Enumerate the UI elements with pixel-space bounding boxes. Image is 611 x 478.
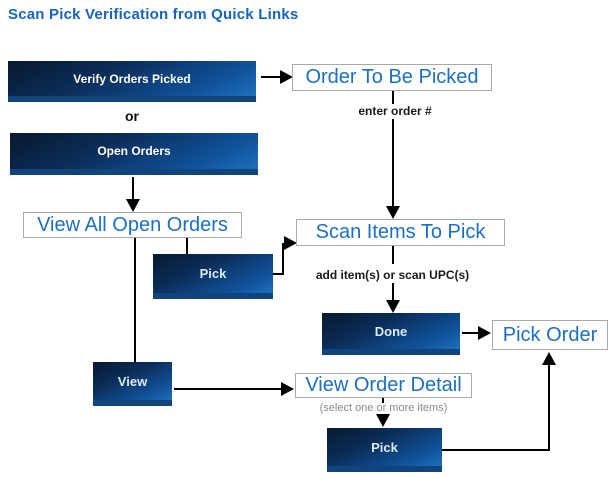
view-order-detail-box: View Order Detail [295, 373, 472, 398]
open-orders-button[interactable]: Open Orders [10, 133, 258, 175]
arrowhead-right-order [280, 70, 293, 84]
connector-pick-elbow-v [282, 243, 284, 275]
arrowhead-down-viewall [126, 199, 140, 212]
connector-verify-to-order [261, 76, 283, 78]
scan-items-to-pick-label: Scan Items To Pick [315, 221, 486, 243]
open-orders-label: Open Orders [97, 144, 171, 158]
connector-open-to-viewall [132, 177, 134, 200]
view-all-open-orders-label: View All Open Orders [37, 213, 228, 236]
arrowhead-down-pick-bottom [376, 414, 390, 427]
enter-order-label: enter order # [358, 104, 432, 118]
order-to-be-picked-box: Order To Be Picked [292, 64, 492, 91]
connector-scan-tick [392, 246, 394, 264]
view-label: View [117, 373, 148, 389]
pick-bottom-button[interactable]: Pick [327, 428, 442, 472]
connector-viewall-to-view [134, 238, 136, 362]
order-to-be-picked-label: Order To Be Picked [305, 66, 479, 88]
select-items-note: (select one or more items) [319, 402, 448, 414]
connector-detail-tick [382, 398, 384, 403]
connector-order-tick [392, 91, 394, 104]
connector-done-to-pickorder [462, 332, 480, 334]
pick-mid-label: Pick [199, 266, 227, 281]
view-button[interactable]: View [93, 362, 172, 406]
add-items-label: add item(s) or scan UPC(s) [315, 268, 470, 282]
connector-pick-elbow-h [273, 273, 284, 275]
connector-scan-to-done [392, 283, 394, 302]
connector-pickbottom-v [548, 365, 550, 451]
pick-mid-button[interactable]: Pick [153, 254, 273, 299]
arrowhead-right-scan [284, 236, 297, 250]
connector-order-to-scan [392, 119, 394, 206]
connector-view-to-detail [174, 388, 282, 390]
connector-pickbottom-h [442, 449, 550, 451]
arrowhead-right-pickorder [478, 326, 491, 340]
done-label: Done [374, 323, 408, 339]
done-button[interactable]: Done [322, 313, 460, 355]
arrowhead-down-scan [386, 206, 400, 219]
view-all-open-orders-box: View All Open Orders [23, 212, 242, 238]
arrowhead-right-detail [281, 382, 294, 396]
scan-items-to-pick-box: Scan Items To Pick [296, 219, 505, 246]
page-title: Scan Pick Verification from Quick Links [8, 6, 299, 23]
pick-order-box: Pick Order [492, 320, 608, 350]
connector-viewall-to-pick [186, 238, 188, 254]
verify-orders-picked-button[interactable]: Verify Orders Picked [8, 61, 256, 102]
or-label: or [125, 108, 139, 124]
pick-bottom-label: Pick [371, 439, 398, 455]
verify-orders-picked-label: Verify Orders Picked [73, 71, 191, 86]
view-order-detail-label: View Order Detail [305, 374, 462, 396]
arrowhead-down-done [386, 300, 400, 313]
pick-order-label: Pick Order [502, 323, 598, 346]
arrowhead-up-pickorder [542, 352, 556, 365]
